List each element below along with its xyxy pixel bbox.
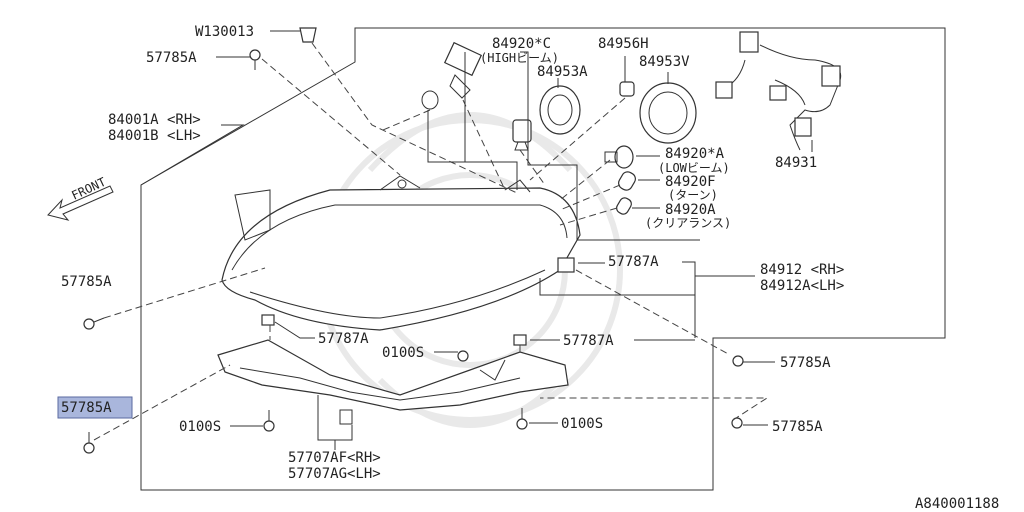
label-84912[interactable]: 84912 <RH> <box>760 262 844 278</box>
label-84920a[interactable]: 84920A <box>665 202 716 218</box>
label-84920a-star-sub: (LOWビーム) <box>658 161 730 175</box>
label-0100s-left[interactable]: 0100S <box>179 419 221 435</box>
label-57785a-r1[interactable]: 57785A <box>780 355 831 371</box>
screw-0100s-right <box>516 408 528 430</box>
label-57787a-mid[interactable]: 57787A <box>563 333 614 349</box>
label-57785a-top[interactable]: 57785A <box>146 50 197 66</box>
label-57787a-right[interactable]: 57787A <box>608 254 659 270</box>
label-84912a[interactable]: 84912A<LH> <box>760 278 844 294</box>
assembly-frame <box>140 27 946 491</box>
label-57707af[interactable]: 57707AF<RH> <box>288 450 381 466</box>
wiring-harness <box>715 31 842 151</box>
lower-bracket <box>217 339 569 425</box>
bulb-high-beam <box>421 41 483 110</box>
label-84953v[interactable]: 84953V <box>639 54 690 70</box>
label-0100s-mid[interactable]: 0100S <box>382 345 424 361</box>
bulb-low-beam <box>604 145 634 169</box>
label-84920f-sub: (ターン) <box>668 188 718 202</box>
label-57785a-selected[interactable]: 57785A <box>61 400 112 416</box>
label-84920f[interactable]: 84920F <box>665 174 716 190</box>
plug-w130013 <box>299 27 317 43</box>
label-84920c[interactable]: 84920*C <box>492 36 551 52</box>
screw-57785a-top <box>249 49 261 70</box>
screw-57785a-r1 <box>732 355 744 367</box>
screw-57785a-selected <box>83 432 95 454</box>
label-84920c-sub: (HIGHビーム) <box>480 51 559 65</box>
label-57785a-r2[interactable]: 57785A <box>772 419 823 435</box>
label-84953a[interactable]: 84953A <box>537 64 588 80</box>
ring-84953v <box>639 82 697 144</box>
bulb-clearance <box>616 197 632 215</box>
bulb-turn <box>618 171 636 191</box>
clip-57787a <box>261 257 575 346</box>
label-57787a-left[interactable]: 57787A <box>318 331 369 347</box>
label-84931[interactable]: 84931 <box>775 155 817 171</box>
bulb-84920c <box>512 119 532 151</box>
front-direction-arrow: FRONT <box>47 175 114 221</box>
headlamp-housing <box>221 175 581 331</box>
screw-0100s-left <box>263 410 275 432</box>
label-w130013[interactable]: W130013 <box>195 24 254 40</box>
label-84001b[interactable]: 84001B <LH> <box>108 128 201 144</box>
ring-84953a <box>539 85 581 135</box>
selected-part-highlight <box>57 396 133 419</box>
label-84920a-sub: (クリアランス) <box>645 216 731 230</box>
label-57785a-left[interactable]: 57785A <box>61 274 112 290</box>
screw-57785a-left <box>83 317 105 330</box>
label-0100s-right[interactable]: 0100S <box>561 416 603 432</box>
front-label: FRONT <box>69 175 108 203</box>
label-84956h[interactable]: 84956H <box>598 36 649 52</box>
part-labels: W130013 57785A 84001A <RH> 84001B <LH> 5… <box>61 24 999 512</box>
screw-0100s-mid <box>457 350 469 362</box>
label-57707ag[interactable]: 57707AG<LH> <box>288 466 381 482</box>
label-84920a-star[interactable]: 84920*A <box>665 146 725 162</box>
leader-lines <box>140 30 813 450</box>
label-84001a[interactable]: 84001A <RH> <box>108 112 201 128</box>
alignment-lines <box>93 42 769 441</box>
diagram-ref-code: A840001188 <box>915 496 999 512</box>
cap-84956h <box>619 81 635 97</box>
